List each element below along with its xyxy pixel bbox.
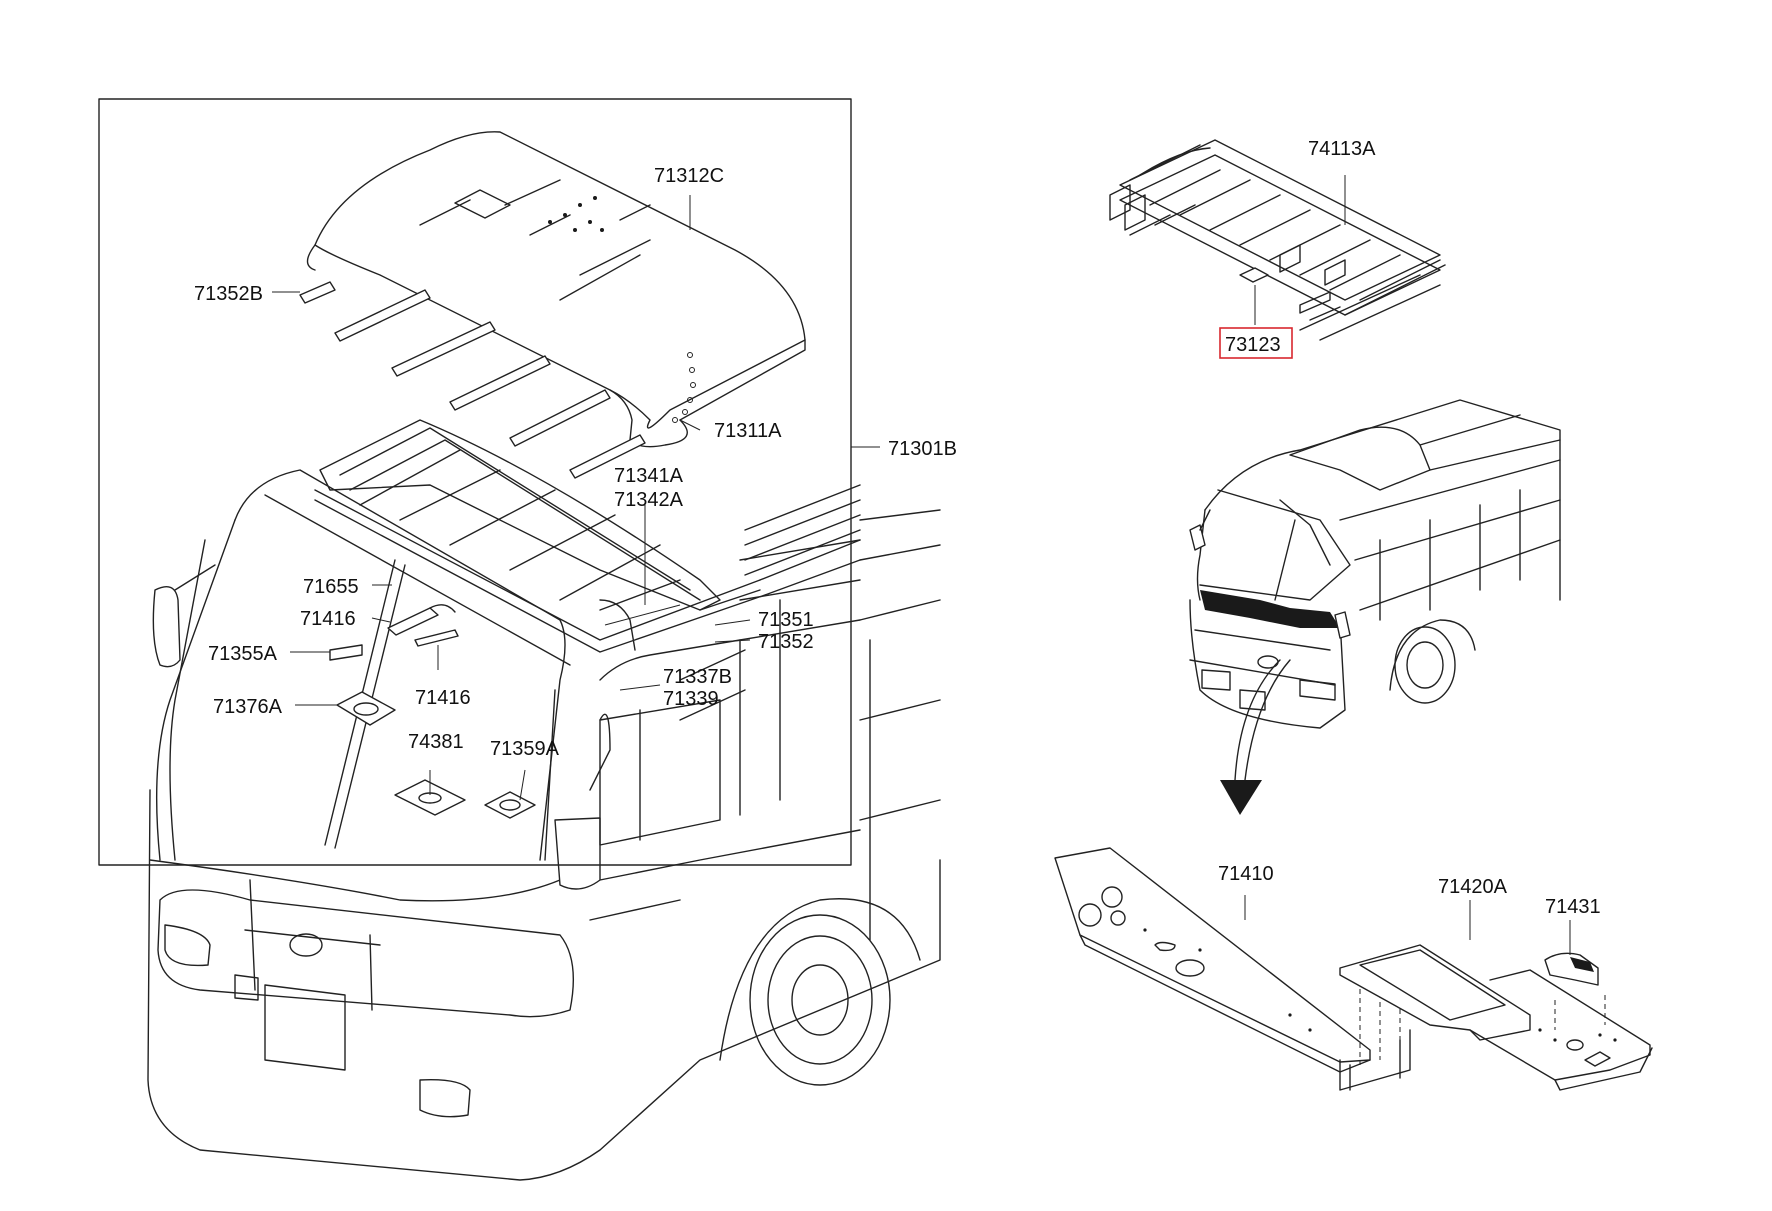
label-71420A: 71420A bbox=[1438, 876, 1508, 898]
highlight-box-73123[interactable] bbox=[1219, 327, 1293, 359]
label-71416-lower: 71416 bbox=[415, 687, 471, 709]
roof-strips bbox=[299, 281, 646, 479]
bus-overview bbox=[1189, 399, 1561, 815]
label-71341A: 71341A bbox=[614, 465, 684, 487]
label-74113A: 74113A bbox=[1308, 138, 1376, 160]
label-71410: 71410 bbox=[1218, 863, 1274, 885]
label-74381: 74381 bbox=[408, 731, 464, 753]
label-71339: 71339 bbox=[663, 688, 719, 710]
label-73123[interactable]: 73123 bbox=[1225, 334, 1281, 356]
label-71311A: 71311A bbox=[714, 420, 782, 442]
label-71355A: 71355A bbox=[208, 643, 278, 665]
label-71416-upper: 71416 bbox=[300, 608, 356, 630]
label-71376A: 71376A bbox=[213, 696, 283, 718]
cab-front bbox=[152, 469, 861, 861]
label-71312C: 71312C bbox=[654, 165, 724, 187]
label-71359A: 71359A bbox=[490, 738, 560, 760]
floor-panels bbox=[1054, 847, 1653, 1091]
label-71352B: 71352B bbox=[194, 283, 263, 305]
roof-frame-rails bbox=[314, 419, 861, 721]
label-71342A: 71342A bbox=[614, 489, 684, 511]
small-parts bbox=[329, 604, 536, 819]
label-71431: 71431 bbox=[1545, 896, 1601, 918]
bus-front-view bbox=[147, 509, 941, 1181]
roof-panel bbox=[306, 131, 806, 448]
detail-frame bbox=[98, 98, 852, 866]
leader-lines-left bbox=[272, 195, 880, 801]
label-71655: 71655 bbox=[303, 576, 359, 598]
chassis-frame bbox=[1109, 139, 1446, 341]
label-71337B: 71337B bbox=[663, 666, 732, 688]
label-71352: 71352 bbox=[758, 631, 814, 653]
label-71351: 71351 bbox=[758, 609, 814, 631]
label-71301B: 71301B bbox=[888, 438, 957, 460]
